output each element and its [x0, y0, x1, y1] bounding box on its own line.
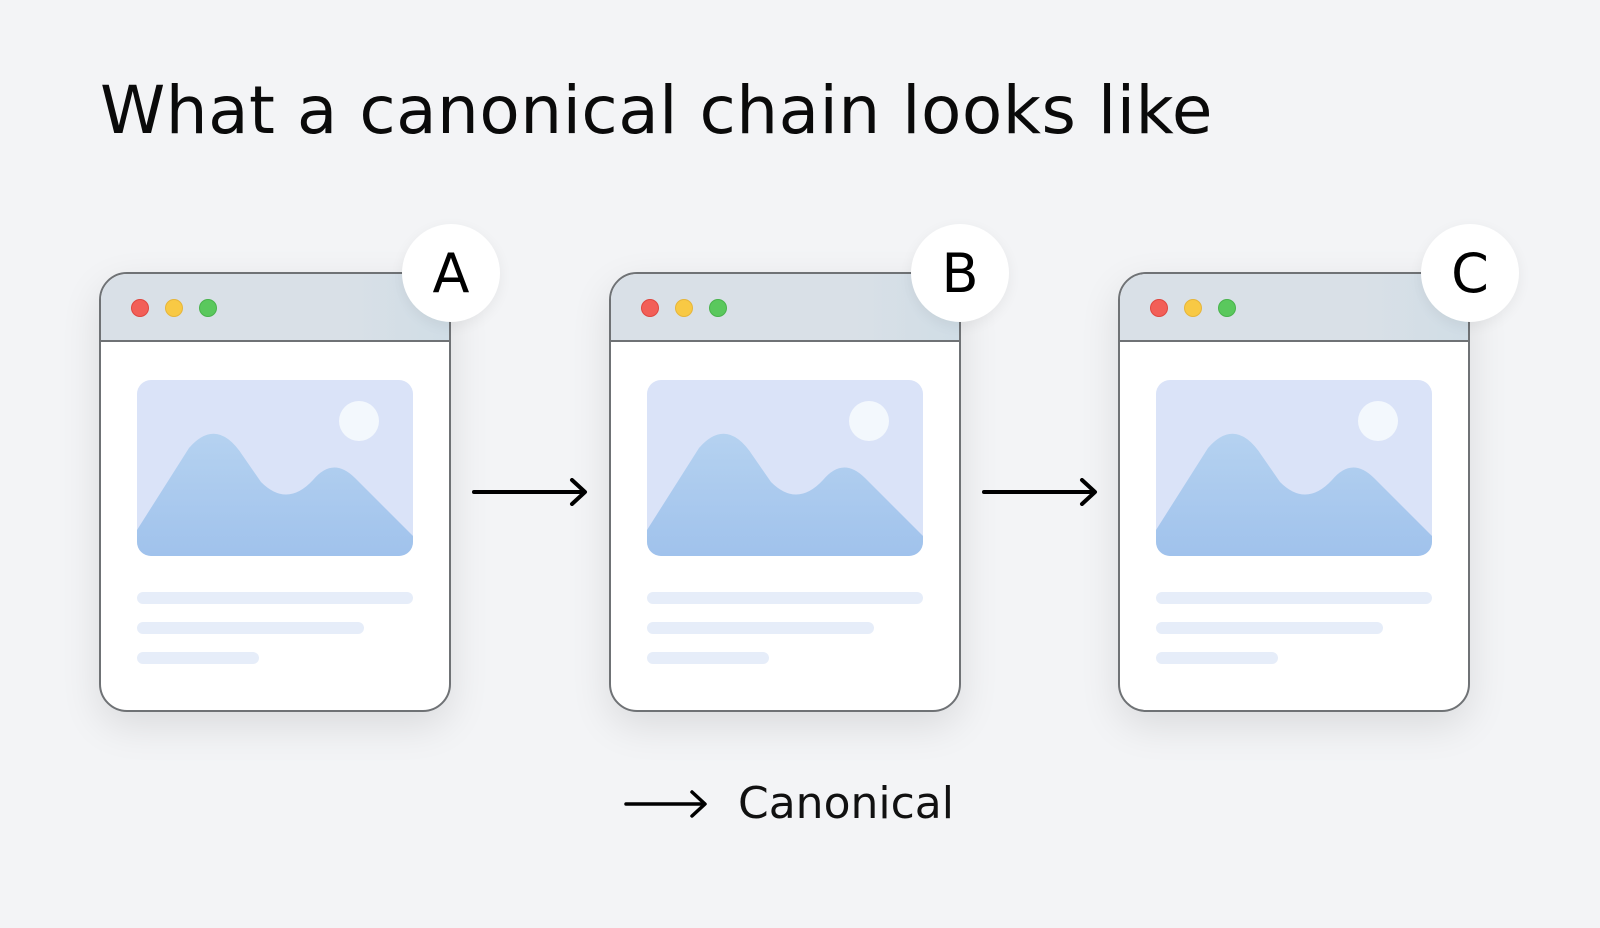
browser-window-a: [99, 272, 451, 712]
arrow-right-icon: [982, 478, 1097, 506]
node-badge-b: B: [911, 224, 1009, 322]
text-line-placeholder: [137, 622, 364, 634]
minimize-dot-icon: [675, 299, 693, 317]
text-line-placeholder: [137, 592, 413, 604]
close-dot-icon: [131, 299, 149, 317]
legend: Canonical: [624, 778, 954, 829]
text-line-placeholder: [137, 652, 259, 664]
legend-label: Canonical: [738, 778, 954, 829]
minimize-dot-icon: [1184, 299, 1202, 317]
close-dot-icon: [641, 299, 659, 317]
minimize-dot-icon: [165, 299, 183, 317]
maximize-dot-icon: [1218, 299, 1236, 317]
arrow-right-icon: [472, 478, 587, 506]
image-placeholder-icon: [647, 380, 923, 556]
node-badge-a: A: [402, 224, 500, 322]
browser-window-c: [1118, 272, 1470, 712]
arrow-right-icon: [624, 789, 707, 818]
browser-window-b: [609, 272, 961, 712]
maximize-dot-icon: [199, 299, 217, 317]
image-placeholder-icon: [137, 380, 413, 556]
text-line-placeholder: [1156, 592, 1432, 604]
window-titlebar: [101, 274, 449, 342]
text-line-placeholder: [647, 592, 923, 604]
window-titlebar: [611, 274, 959, 342]
window-titlebar: [1120, 274, 1468, 342]
text-line-placeholder: [1156, 622, 1383, 634]
image-placeholder-icon: [1156, 380, 1432, 556]
close-dot-icon: [1150, 299, 1168, 317]
page-title: What a canonical chain looks like: [100, 72, 1214, 149]
text-line-placeholder: [647, 622, 874, 634]
text-line-placeholder: [647, 652, 769, 664]
maximize-dot-icon: [709, 299, 727, 317]
node-badge-c: C: [1421, 224, 1519, 322]
text-line-placeholder: [1156, 652, 1278, 664]
